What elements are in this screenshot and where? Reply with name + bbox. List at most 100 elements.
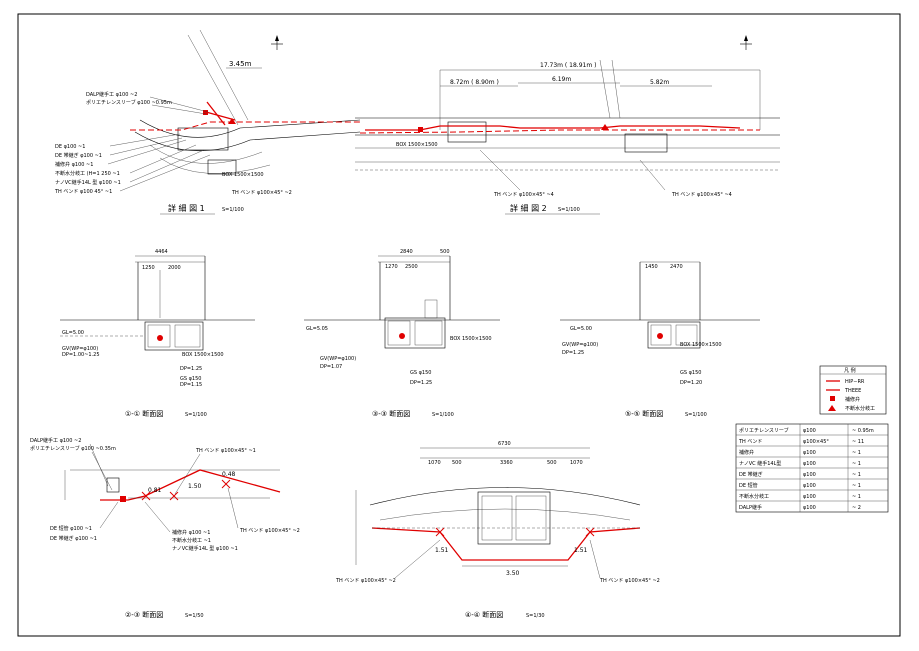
detail1-note-left-6: TH ベンド φ100 45° ~1 [54,189,112,195]
material-size-6: φ100 [803,483,816,489]
north-arrow-icon [740,35,752,50]
detail2-box-label: BOX 1500×1500 [396,142,438,148]
section4-note-1: TH ベンド φ100×45° ~2 [335,578,396,584]
detail1-note-left-4: 不断水分岐工 (H=1 250 ~1 [55,170,120,177]
material-name-6: DE 短管 [739,482,758,489]
material-name-8: DALP継手 [739,504,762,511]
material-qty-4: ~ 1 [852,461,861,467]
material-name-3: 補修弁 [739,449,754,456]
material-size-4: φ100 [803,461,816,467]
section4-dim-2: 500 [452,460,462,466]
section1-box: BOX 1500×1500 [182,352,224,358]
section1-title: ①-① 断面図 [125,409,163,418]
material-name-2: TH ベンド [738,439,762,445]
detail1-note-left-1: DE φ100 ~1 [55,144,85,150]
branch-icon [228,118,236,124]
detail1-note-left-2: DE 帯継ぎ φ100 ~1 [55,152,102,159]
section1-note-2: DP=1.00~1.25 [62,352,100,358]
section2-note-bottom-1: 補修弁 φ100 ~1 [172,529,210,536]
section1-dim-2: 1250 [142,265,155,271]
section-2-3: 0.81 1.50 0.48 DALP継手工 φ100 ~2 ポリエチレンスリー… [30,437,300,619]
material-qty-8: ~ 2 [852,505,861,511]
section2-dim-2: 1.50 [188,483,202,490]
detail1-dim: 3.45m [229,60,252,68]
detail2-title: 詳 細 図 2 [510,203,547,213]
section3-box: BOX 1500×1500 [450,336,492,342]
detail1-title: 詳 細 図 1 [168,203,205,213]
material-size-5: φ100 [803,472,816,478]
section2-title: ②-③ 断面図 [125,610,163,619]
section3-note-1: GV(WP=φ100) [320,356,356,362]
detail1-note-top-2: ポリエチレンスリーブ φ100 ~0.95m [86,99,172,106]
pipe-section-icon [657,333,663,339]
material-qty-1: ~ 0.95m [852,428,874,434]
section2-scale: S=1/50 [185,613,204,619]
legend-box: 凡 例 HIP−RR THEEE 補修弁 不断水分岐工 [819,365,887,415]
section5-note-4: DP=1.20 [680,380,702,386]
detail2-bottom-1: TH ベンド φ100×45° ~4 [493,192,554,198]
section4-dim-3: 3360 [500,460,513,466]
legend-title: 凡 例 [844,367,856,374]
section5-note-1: GV(WP=φ100) [562,342,598,348]
section2-note-bottom-3: ナノVC継手14L 型 φ100 ~1 [172,545,238,552]
section1-dim-1: 4464 [155,249,168,255]
valve-icon [120,496,126,502]
section5-scale: S=1/100 [685,412,707,418]
sheet-border [17,13,901,637]
section1-note-3: DP=1.25 [180,366,202,372]
detail1-note-left-5: ナノVC継手14L 型 φ100 ~1 [55,179,121,186]
detail2-dim-2: 6.19m [552,76,571,83]
section1-gl: GL=5.00 [62,330,84,336]
section3-dim-1: 2840 [400,249,413,255]
section4-dim-5: 1070 [570,460,583,466]
material-name-1: ポリエチレンスリーブ [739,427,789,434]
legend-item-4: 不断水分岐工 [845,405,875,412]
branch-icon [601,124,609,130]
material-size-2: φ100×45° [803,439,829,445]
section-1-1: 4464 1250 2000 GL=5.00 GV(WP=φ100) DP=1.… [60,249,255,418]
north-arrow-icon [271,35,283,50]
section4-side-1: 1.51 [435,547,449,554]
section4-scale: S=1/30 [526,613,545,619]
section2-note-bottom-2: 不断水分岐工 ~1 [172,537,211,544]
section4-side-2: 1.51 [574,547,588,554]
section-5-5: 1450 2470 GL=5.00 GV(WP=φ100) DP=1.25 BO… [560,261,760,418]
section3-scale: S=1/100 [432,412,454,418]
section4-span: 3.50 [506,570,520,577]
material-qty-2: ~ 11 [852,439,864,445]
section5-box: BOX 1500×1500 [680,342,722,348]
valve-icon [418,127,423,132]
section5-gl: GL=5.00 [570,326,592,332]
legend-item-1: HIP−RR [845,379,865,385]
section3-dim-3: 2500 [405,264,418,270]
material-qty-6: ~ 1 [852,483,861,489]
detail2-dim-3: 5.82m [650,79,669,86]
section5-title: ⑤-⑤ 断面図 [625,409,663,418]
section4-dim-total: 6730 [498,441,511,447]
detail1-note-top-1: DALP継手工 φ100 ~2 [86,91,137,98]
section1-note-1: GV(WP=φ100) [62,346,98,352]
section-3-3: 2840 1270 2500 500 GL=5.05 GV(WP=φ100) D… [304,249,500,418]
pipe-section-icon [157,335,163,341]
materials-table: ポリエチレンスリーブ φ100 ~ 0.95m TH ベンド φ100×45° … [735,423,889,513]
detail-plan-2: 17.73m ( 18.91m ) 8.72m ( 8.90m ) 6.19m … [355,59,780,215]
material-qty-5: ~ 1 [852,472,861,478]
detail1-bottom-label: TH ベンド φ100×45° ~2 [231,190,292,196]
detail2-bottom-2: TH ベンド φ100×45° ~4 [671,192,732,198]
material-size-8: φ100 [803,505,816,511]
section2-note-right-1: TH ベンド φ100×45° ~1 [195,448,256,454]
section3-note-3: GS φ150 [410,370,431,376]
section1-note-4: GS φ150 [180,376,201,382]
section3-gl: GL=5.05 [306,326,328,332]
section5-dim-1: 1450 [645,264,658,270]
section1-note-5: DP=1.15 [180,382,202,388]
section5-dim-2: 2470 [670,264,683,270]
legend-item-3: 補修弁 [845,396,860,403]
section2-note-right-2: TH ベンド φ100×45° ~2 [239,528,300,534]
detail1-note-left-3: 補修弁 φ100 ~1 [55,161,93,168]
section4-title: ④-④ 断面図 [465,610,503,619]
detail2-dim-1: 8.72m ( 8.90m ) [450,79,499,86]
material-name-7: 不断水分岐工 [739,493,769,500]
material-size-7: φ100 [803,494,816,500]
